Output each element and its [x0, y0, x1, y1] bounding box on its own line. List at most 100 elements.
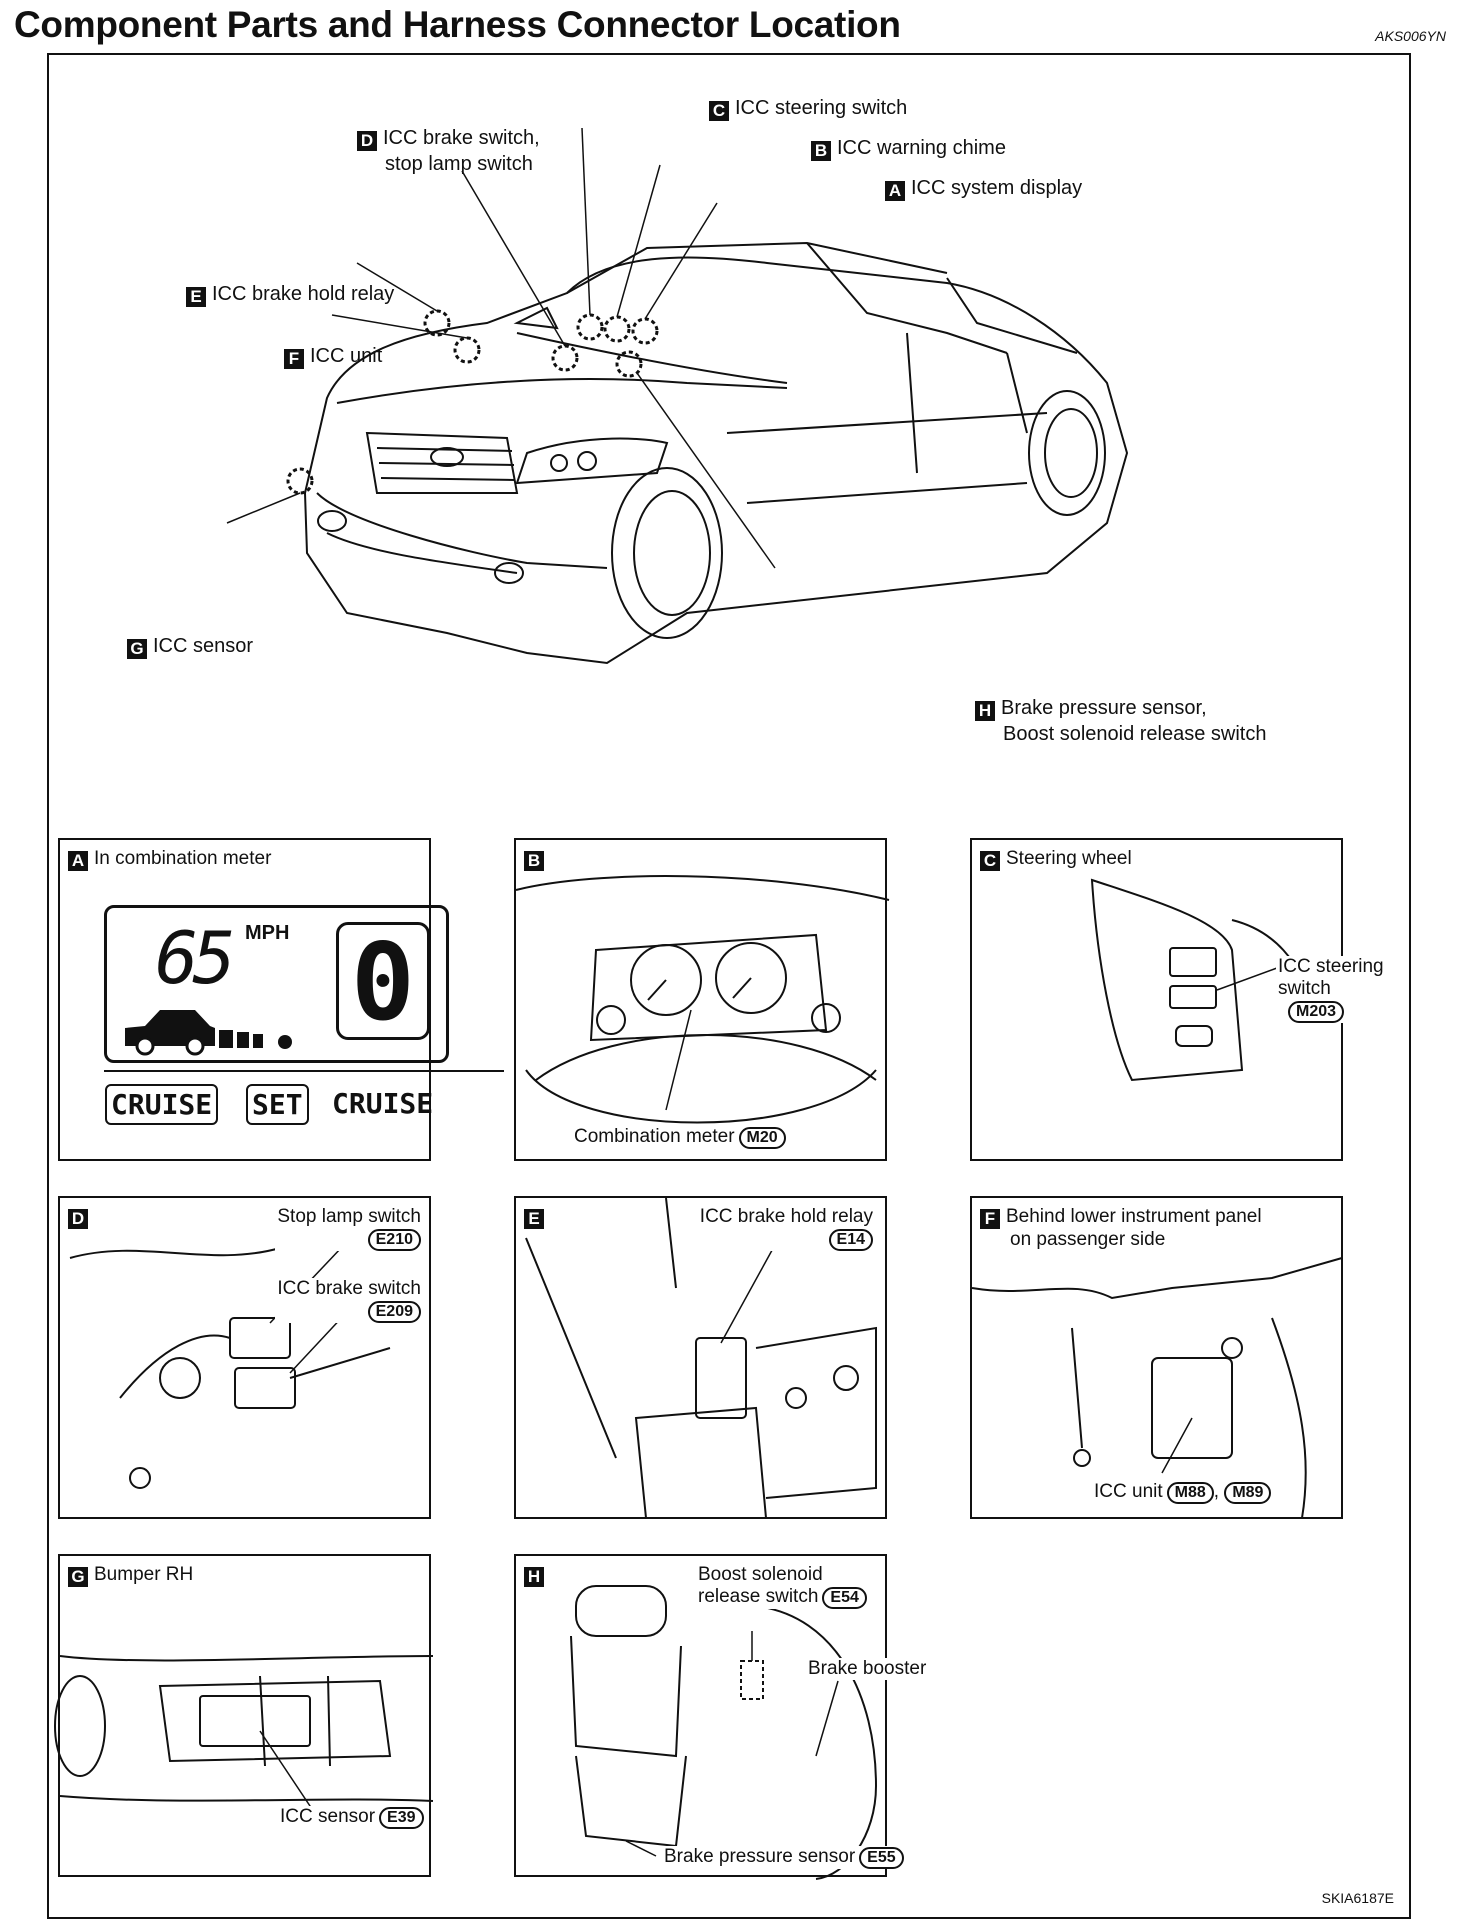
panel-heading: A In combination meter [68, 848, 271, 871]
callout-label: ICC warning chime [837, 137, 1006, 159]
instrument-panel-illustration [971, 1257, 1343, 1519]
vehicle-distance-icon [125, 1010, 292, 1056]
callout-label: ICC unit [310, 345, 383, 367]
panel-e-brake-hold-relay: E ICC brake hold relay E14 [514, 1196, 887, 1519]
connector-badge: M89 [1224, 1482, 1272, 1504]
panel-heading: G Bumper RH [68, 1564, 193, 1587]
panel-key: A [68, 851, 88, 871]
component-label: Brake pressure sensor [664, 1846, 856, 1867]
panel-key: F [980, 1209, 1000, 1229]
callout-label: ICC brake switch, [383, 127, 540, 149]
panel-heading: F Behind lower instrument panel on passen… [980, 1206, 1262, 1251]
callout-key: E [186, 287, 206, 307]
panel-heading: H [524, 1564, 550, 1587]
set-button: SET [246, 1084, 309, 1125]
speed-unit: MPH [245, 922, 290, 944]
component-label: ICC brake hold relay [699, 1206, 873, 1227]
divider [104, 1070, 504, 1072]
panel-title-2: on passenger side [1010, 1229, 1166, 1250]
icc-lcd-display: 65 MPH 0 [104, 905, 449, 1063]
connector-badge: M88 [1166, 1482, 1214, 1504]
panel-heading: E [524, 1206, 550, 1229]
callout-key: A [885, 181, 905, 201]
callout-label: ICC system display [911, 177, 1083, 199]
dashboard-illustration [515, 875, 890, 1124]
stop-lamp-switch-label: Stop lamp switch E210 [275, 1206, 423, 1251]
connector-badge: E210 [367, 1229, 421, 1251]
callout-label-2: Boost solenoid release switch [1003, 723, 1267, 745]
icc-steering-switch-label: ICC steering switch M203 [1276, 956, 1386, 1023]
component-label: ICC steering [1278, 956, 1384, 977]
component-label: Boost solenoid [698, 1564, 823, 1585]
vehicle-drawing [226, 127, 1129, 665]
cruise-button: CRUISE [105, 1084, 219, 1125]
callout-key: C [709, 101, 729, 121]
panel-heading: D [68, 1206, 94, 1229]
panel-heading: C Steering wheel [980, 848, 1132, 871]
callout-label: Brake pressure sensor, [1001, 697, 1207, 719]
panel-c-steering-wheel: C Steering wheel ICC steering switch M203 [970, 838, 1386, 1161]
component-label-2: switch [1278, 978, 1331, 999]
component-label: ICC sensor [280, 1806, 376, 1827]
connector-badge: E14 [828, 1229, 873, 1251]
icc-brake-switch-label: ICC brake switch E209 [275, 1278, 423, 1323]
callout-label: ICC sensor [153, 635, 254, 657]
panel-title: Steering wheel [1006, 848, 1132, 869]
callout-icc-sensor: G ICC sensor [127, 633, 253, 659]
connector-badge: E39 [379, 1807, 424, 1829]
panel-key: C [980, 851, 1000, 871]
callout-key: F [284, 349, 304, 369]
callout-icc-brake-hold-relay: E ICC brake hold relay [186, 281, 394, 307]
callout-icc-unit: F ICC unit [284, 343, 382, 369]
panel-f-icc-unit: F Behind lower instrument panel on passen… [970, 1196, 1343, 1519]
panel-a-combination-meter: A In combination meter 65 MPH 0 CRUISE SE… [58, 838, 504, 1161]
panel-key: H [524, 1567, 544, 1587]
panel-title: Behind lower instrument panel [1006, 1206, 1262, 1227]
brake-pedal-illustration [69, 1227, 421, 1489]
icc-brake-hold-relay-label: ICC brake hold relay E14 [697, 1206, 875, 1251]
panel-key: G [68, 1567, 88, 1587]
panel-key: D [68, 1209, 88, 1229]
connector-badge: M20 [738, 1127, 786, 1149]
component-label: Stop lamp switch [277, 1206, 421, 1227]
gear-readout: 0 [351, 921, 415, 1044]
callout-label: ICC steering switch [735, 97, 908, 119]
distance-setting-indicator: 0 [336, 921, 430, 1044]
component-label: Combination meter [574, 1126, 735, 1147]
bumper-illustration [54, 1655, 434, 1819]
cruise-indicator: CRUISE [332, 1087, 434, 1120]
callout-icc-steering-switch: C ICC steering switch [709, 95, 907, 121]
callout-key: H [975, 701, 995, 721]
document-id: AKS006YN [1375, 28, 1446, 44]
panel-d-brake-switches: D Stop lamp switch E210 ICC brake switch… [58, 1196, 431, 1519]
page-title: Component Parts and Harness Connector Lo… [14, 4, 901, 45]
figure-frame [47, 53, 1411, 1919]
connector-badge: E54 [822, 1587, 867, 1609]
panel-key: B [524, 851, 544, 871]
connector-badge: E209 [367, 1301, 421, 1323]
callout-key: G [127, 639, 147, 659]
component-label: ICC unit [1094, 1481, 1163, 1502]
engine-bay-illustration [525, 1197, 877, 1519]
panel-title: Bumper RH [94, 1564, 194, 1585]
callout-label: ICC brake hold relay [212, 283, 395, 305]
connector-badge: E55 [859, 1847, 904, 1869]
callout-label-2: stop lamp switch [385, 153, 533, 175]
figure-id: SKIA6187E [1321, 1890, 1394, 1906]
brake-booster-label: Brake booster [806, 1658, 929, 1680]
callout-brake-pressure-sensor: H Brake pressure sensor, Boost solenoid r… [975, 695, 1266, 747]
component-label-2: release switch [698, 1586, 819, 1607]
panel-title: In combination meter [94, 848, 272, 869]
callout-icc-system-display: A ICC system display [885, 175, 1082, 201]
component-label: Brake booster [808, 1658, 927, 1679]
